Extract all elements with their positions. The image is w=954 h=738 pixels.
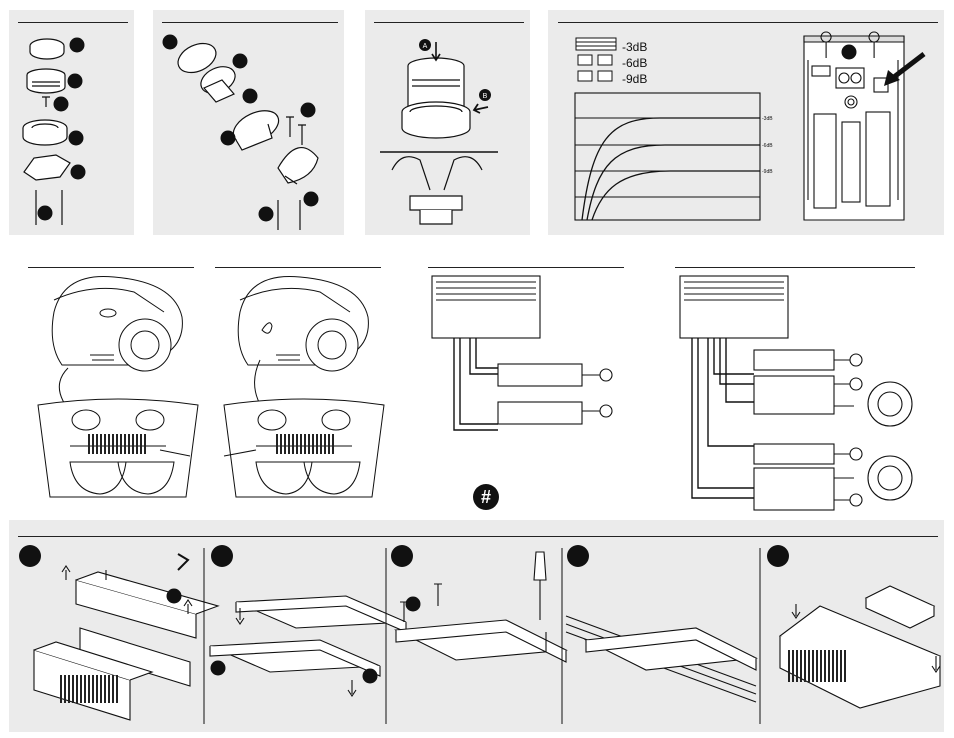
legend-label-6db: -6dB (622, 56, 647, 70)
step-marker (842, 45, 857, 60)
step-marker (69, 131, 84, 146)
tweeter-assembly (380, 42, 498, 224)
jumper-legend (576, 38, 616, 81)
crossover-board-top (804, 32, 904, 220)
step-marker (19, 545, 41, 567)
step-marker (68, 74, 83, 89)
step2-split-boards (210, 596, 406, 696)
symbol-badge: # (473, 484, 499, 510)
surface-mount-exploded (23, 39, 70, 225)
svg-text:A: A (423, 43, 428, 50)
step-marker (163, 35, 178, 50)
wiring-four-way (680, 276, 912, 510)
step-marker (221, 131, 236, 146)
car-view-pillar-mount (224, 276, 384, 497)
attenuation-graph (575, 93, 760, 220)
step-marker (70, 38, 85, 53)
step5-close-cover (780, 586, 940, 708)
wiring-two-way (432, 276, 612, 430)
step-marker (406, 597, 421, 612)
step-marker (233, 54, 248, 69)
angled-mount-exploded (173, 38, 318, 230)
step-marker (767, 545, 789, 567)
step3-fasten-screws (396, 552, 566, 662)
step-marker (243, 89, 258, 104)
svg-text:B: B (483, 93, 488, 100)
curve-label-3db: -3dB (762, 116, 773, 122)
step-marker (54, 97, 69, 112)
step-marker (211, 661, 226, 676)
step-marker (259, 207, 274, 222)
step-marker (301, 103, 316, 118)
step4-slide-rails (566, 616, 756, 702)
step1-disassemble (34, 554, 218, 720)
step-marker (211, 545, 233, 567)
curve-label-9db: -9dB (762, 169, 773, 175)
legend-label-9db: -9dB (622, 72, 647, 86)
step-marker (304, 192, 319, 207)
step-marker (167, 589, 182, 604)
step-marker (363, 669, 378, 684)
legend-label-3db: -3dB (622, 40, 647, 54)
step-marker (567, 545, 589, 567)
curve-label-6db: -6dB (762, 143, 773, 149)
step-marker (391, 545, 413, 567)
step-marker (38, 206, 53, 221)
step-marker (71, 165, 86, 180)
car-view-dash-mount (38, 276, 198, 497)
